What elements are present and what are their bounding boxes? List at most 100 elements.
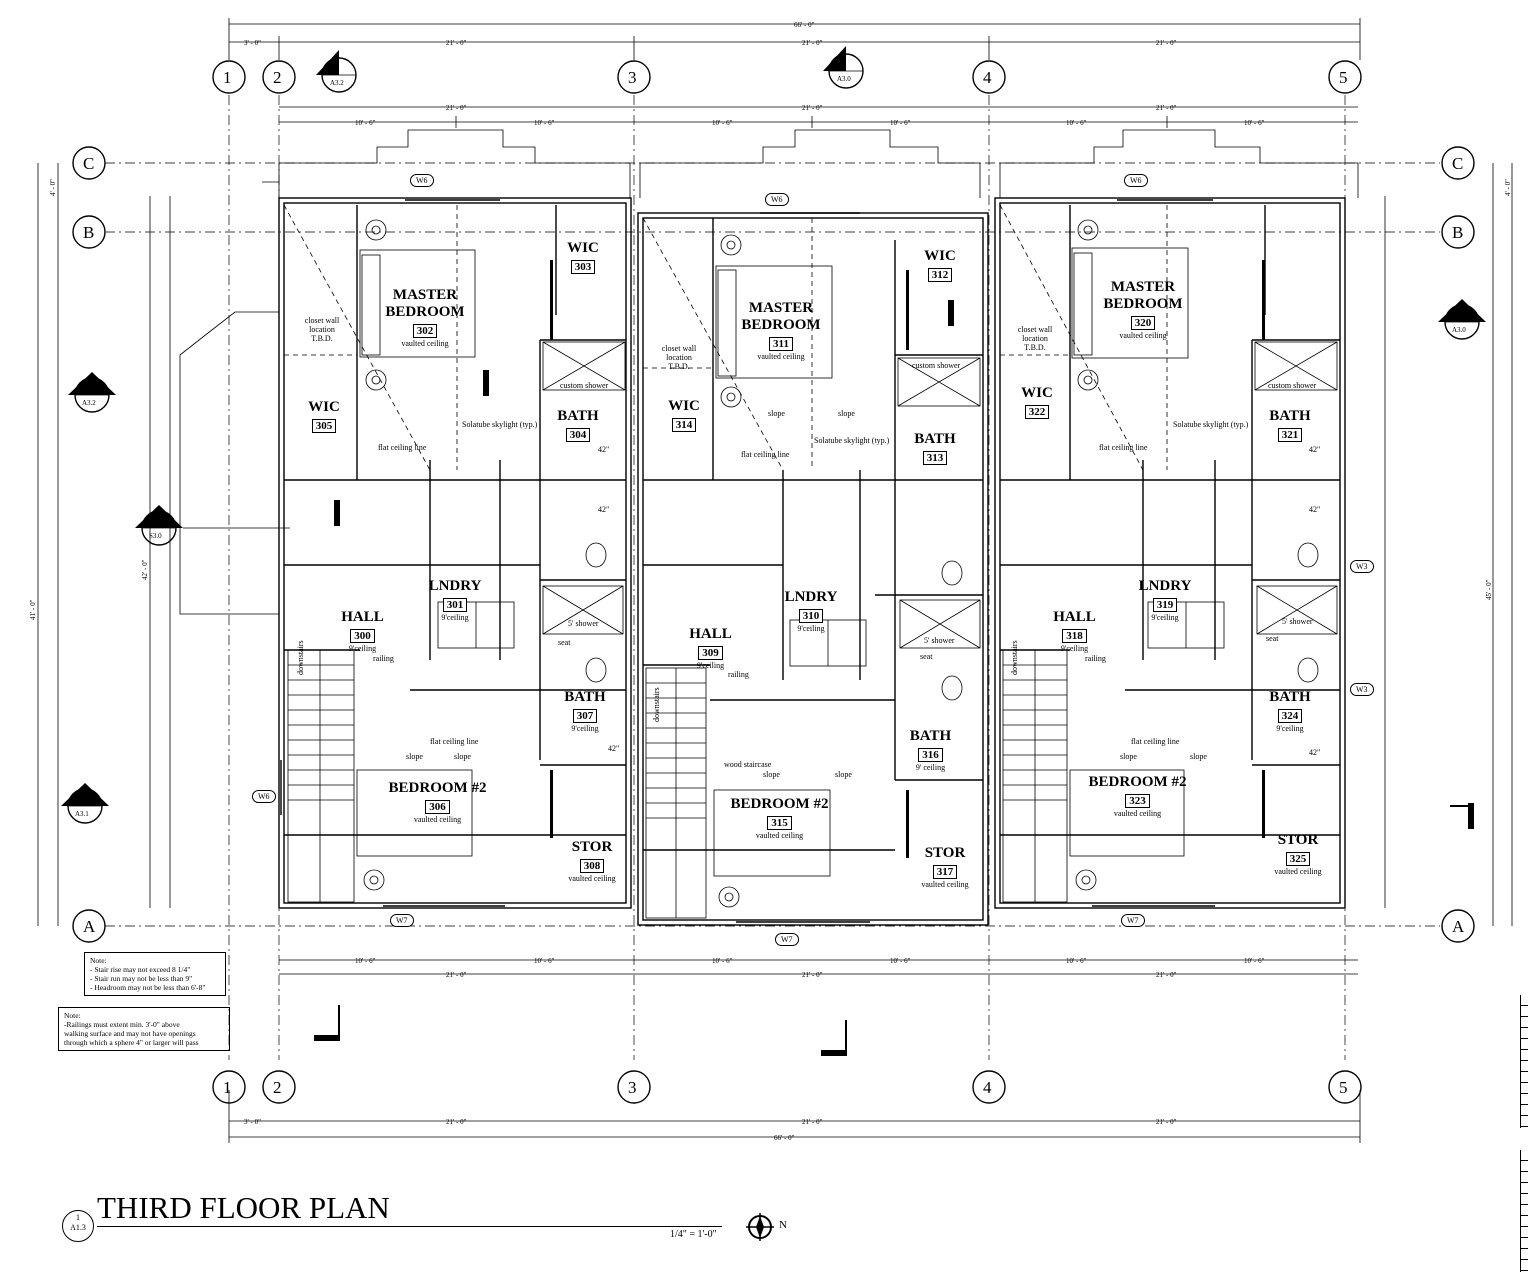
room-number: 316 (918, 748, 943, 762)
slope-3b: slope (1190, 752, 1207, 761)
closet-note-line: closet wall (1017, 325, 1053, 334)
flat-ceiling-short-3: flat ceiling line (1131, 737, 1180, 746)
dim-c1-bottom: 3' - 0" (244, 1118, 261, 1126)
room-note: 9'ceiling (441, 613, 469, 622)
grid-col-5-bottom: 5 (1339, 1078, 1348, 1097)
grid-row-b-left: B (83, 223, 94, 242)
grid-col-2-top: 2 (273, 68, 282, 87)
title-reference-bubble: 1 A1.3 (62, 1210, 94, 1242)
room-number: 304 (565, 428, 591, 442)
dim-unit2-b: 21' - 0" (802, 971, 823, 979)
partitions-unit-1 (284, 205, 626, 836)
room-note: vaulted ceiling (1113, 809, 1162, 818)
slope-2c: slope (763, 770, 780, 779)
dim-c2-top: 21' - 0" (446, 39, 467, 47)
note-line: - Headroom may not be less than 6'-8" (90, 983, 206, 992)
grid-bubbles (72, 60, 1475, 1104)
grid-col-4-bottom: 4 (983, 1078, 992, 1097)
room-label-wic-305: WIC 305 (304, 399, 344, 434)
room-label-bath-304: BATH 304 (553, 408, 603, 443)
room-name: LNDRY (1138, 578, 1192, 594)
drawing-scale: 1/4" = 1'-0" (670, 1229, 717, 1240)
note-head: Note: (90, 956, 107, 965)
grid-col-4-top: 4 (983, 68, 992, 87)
room-name: STOR (1277, 832, 1319, 848)
grid-row-a-left: A (83, 917, 96, 936)
room-note: vaulted ceiling (755, 831, 804, 840)
closet-note-line: closet wall (661, 344, 697, 353)
dim-half-b3b: 10' - 6" (1244, 957, 1265, 965)
vanity-42-6: 42" (1309, 748, 1321, 757)
dim-c1-top: 3' - 0" (244, 39, 261, 47)
section-4-sheet: S3.0 (149, 532, 162, 540)
room-label-wic-322: WIC 322 (1017, 385, 1057, 420)
solatube-note-2: Solatube skylight (typ.) (814, 436, 890, 445)
shower5-1: 5' shower (568, 619, 599, 628)
section-2-sheet: A3.0 (837, 75, 851, 83)
room-label-lndry-319: LNDRY 319 9'ceiling (1135, 578, 1195, 623)
room-number: 308 (579, 859, 605, 873)
north-arrow-icon (745, 1212, 775, 1242)
room-name: WIC (567, 240, 599, 256)
grid-col-2-bottom: 2 (273, 1078, 282, 1097)
slope-2a: slope (768, 409, 785, 418)
top-dimension-strings (228, 18, 1361, 128)
room-number: 317 (932, 865, 958, 879)
room-name: BATH (564, 689, 606, 705)
room-name: LNDRY (428, 578, 482, 594)
flat-ceiling-short-1: flat ceiling line (430, 737, 479, 746)
room-number: 300 (350, 629, 375, 643)
room-label-bath-307: BATH 307 9'ceiling (560, 689, 610, 734)
room-name-2: BEDROOM (741, 317, 821, 333)
room-label-hall-300: HALL 300 9'ceiling (335, 609, 390, 654)
room-label-bedroom-323: BEDROOM #2 323 vaulted ceiling (1080, 774, 1195, 819)
note-line: -Railings must extent min. 3'-0" above (64, 1020, 180, 1029)
wall-solids (314, 260, 1474, 1056)
room-note: vaulted ceiling (1274, 867, 1322, 876)
downstairs-3: downstairs (1010, 640, 1019, 675)
room-note: 9'ceiling (571, 724, 599, 733)
room-note: vaulted ceiling (568, 874, 616, 883)
grid-row-b-right: B (1452, 223, 1463, 242)
room-number: 315 (767, 816, 792, 830)
room-number: 302 (412, 324, 438, 338)
room-note: 9'ceiling (348, 644, 377, 653)
section-5-num: 1 (82, 796, 86, 804)
room-number: 320 (1130, 316, 1156, 330)
dim-unit1-b: 21' - 0" (446, 971, 467, 979)
grid-col-3-top: 3 (628, 68, 637, 87)
dim-c4-bottom: 21' - 0" (1156, 1118, 1177, 1126)
closet-note-line: T.B.D. (668, 362, 690, 371)
dim-half-b1b: 10' - 6" (534, 957, 555, 965)
dim-h4-left: 4' - 0" (49, 179, 57, 196)
room-name: BATH (909, 728, 952, 744)
slope-3a: slope (1120, 752, 1137, 761)
room-note: 9' ceiling (915, 763, 946, 772)
dim-c2-bottom: 21' - 0" (446, 1118, 467, 1126)
room-label-wic-303: WIC 303 (563, 240, 603, 275)
closet-note-line: location (1022, 334, 1048, 343)
room-label-lndry-301: LNDRY 301 9'ceiling (425, 578, 485, 623)
window-tag-w6-4: W6 (252, 790, 276, 803)
dim-half-b2a: 10' - 6" (712, 957, 733, 965)
room-number: 309 (698, 646, 723, 660)
room-note: vaulted ceiling (921, 880, 969, 889)
shower5-2: 5' shower (924, 636, 955, 645)
grid-row-c-left: C (83, 154, 94, 173)
room-label-master-311: MASTER BEDROOM 311 vaulted ceiling (736, 300, 826, 362)
room-note: 9'ceiling (1060, 644, 1089, 653)
grid-col-1-top: 1 (223, 68, 232, 87)
dim-h45: 45' - 0" (1485, 579, 1493, 600)
north-label: N (779, 1219, 787, 1231)
dim-half-1a: 10' - 6" (355, 119, 376, 127)
dim-h4-right: 4' - 0" (1504, 179, 1512, 196)
vanity-42-3: 42" (608, 744, 620, 753)
bottom-dimension-strings (228, 959, 1361, 1143)
room-label-hall-318: HALL 318 9'ceiling (1047, 609, 1102, 654)
drawing-title: THIRD FLOOR PLAN (97, 1190, 390, 1225)
room-name: BATH (914, 431, 956, 447)
section-5-sheet: A3.1 (75, 810, 89, 818)
railing-3: railing (1085, 654, 1106, 663)
furniture (356, 219, 1338, 908)
